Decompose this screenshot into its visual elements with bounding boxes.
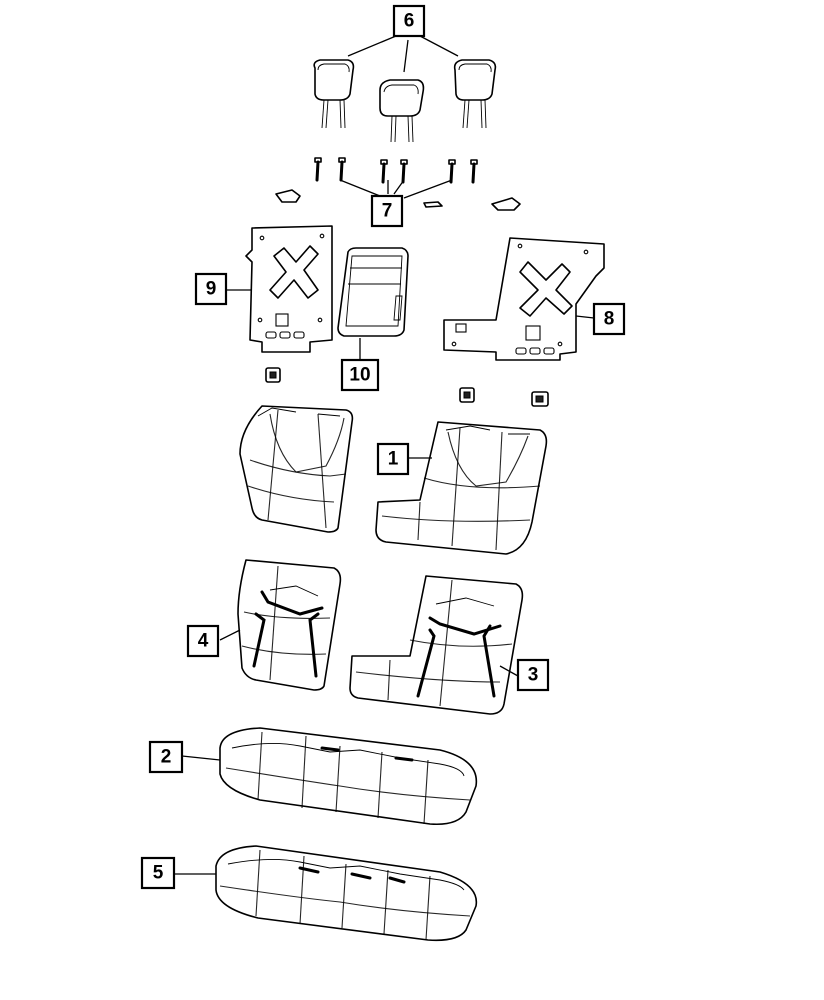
- callout-10: 10: [340, 358, 380, 392]
- callout-8: 8: [592, 302, 626, 336]
- seat-latches: [265, 367, 549, 407]
- callout-7: 7: [370, 194, 404, 228]
- callout-1-label: 1: [388, 449, 399, 470]
- left-seatback-panel: [245, 225, 333, 353]
- seatback-frame-right: [349, 575, 524, 715]
- callout-6: 6: [392, 4, 426, 38]
- right-seatback-panel: [443, 237, 605, 361]
- leader-lines: [174, 35, 595, 875]
- callout-3-label: 3: [528, 665, 539, 686]
- callout-3: 3: [516, 658, 550, 692]
- callout-6-label: 6: [404, 11, 415, 32]
- seat-cushion-foam: [215, 845, 478, 942]
- callout-4-label: 4: [198, 631, 209, 652]
- headrest-left: [313, 59, 355, 129]
- callout-5-label: 5: [153, 863, 164, 884]
- callout-10-label: 10: [349, 365, 370, 386]
- callout-9: 9: [194, 272, 228, 306]
- callout-2: 2: [148, 740, 184, 774]
- seatback-frame-left: [237, 559, 342, 691]
- seat-cushion-cover: [219, 727, 478, 826]
- callout-2-label: 2: [161, 747, 172, 768]
- callout-8-label: 8: [604, 309, 615, 330]
- callout-9-label: 9: [206, 279, 217, 300]
- callout-1: 1: [376, 442, 410, 476]
- callout-7-label: 7: [382, 201, 393, 222]
- headrest-guides: [314, 157, 478, 184]
- callout-4: 4: [186, 624, 220, 658]
- headrest-center: [379, 79, 425, 143]
- headrest-right: [453, 59, 497, 129]
- callout-5: 5: [140, 856, 176, 890]
- seatback-cover-right: [375, 421, 548, 555]
- headrest-bezels: [275, 189, 521, 211]
- center-armrest: [337, 247, 409, 337]
- seatback-cover-left: [239, 405, 354, 533]
